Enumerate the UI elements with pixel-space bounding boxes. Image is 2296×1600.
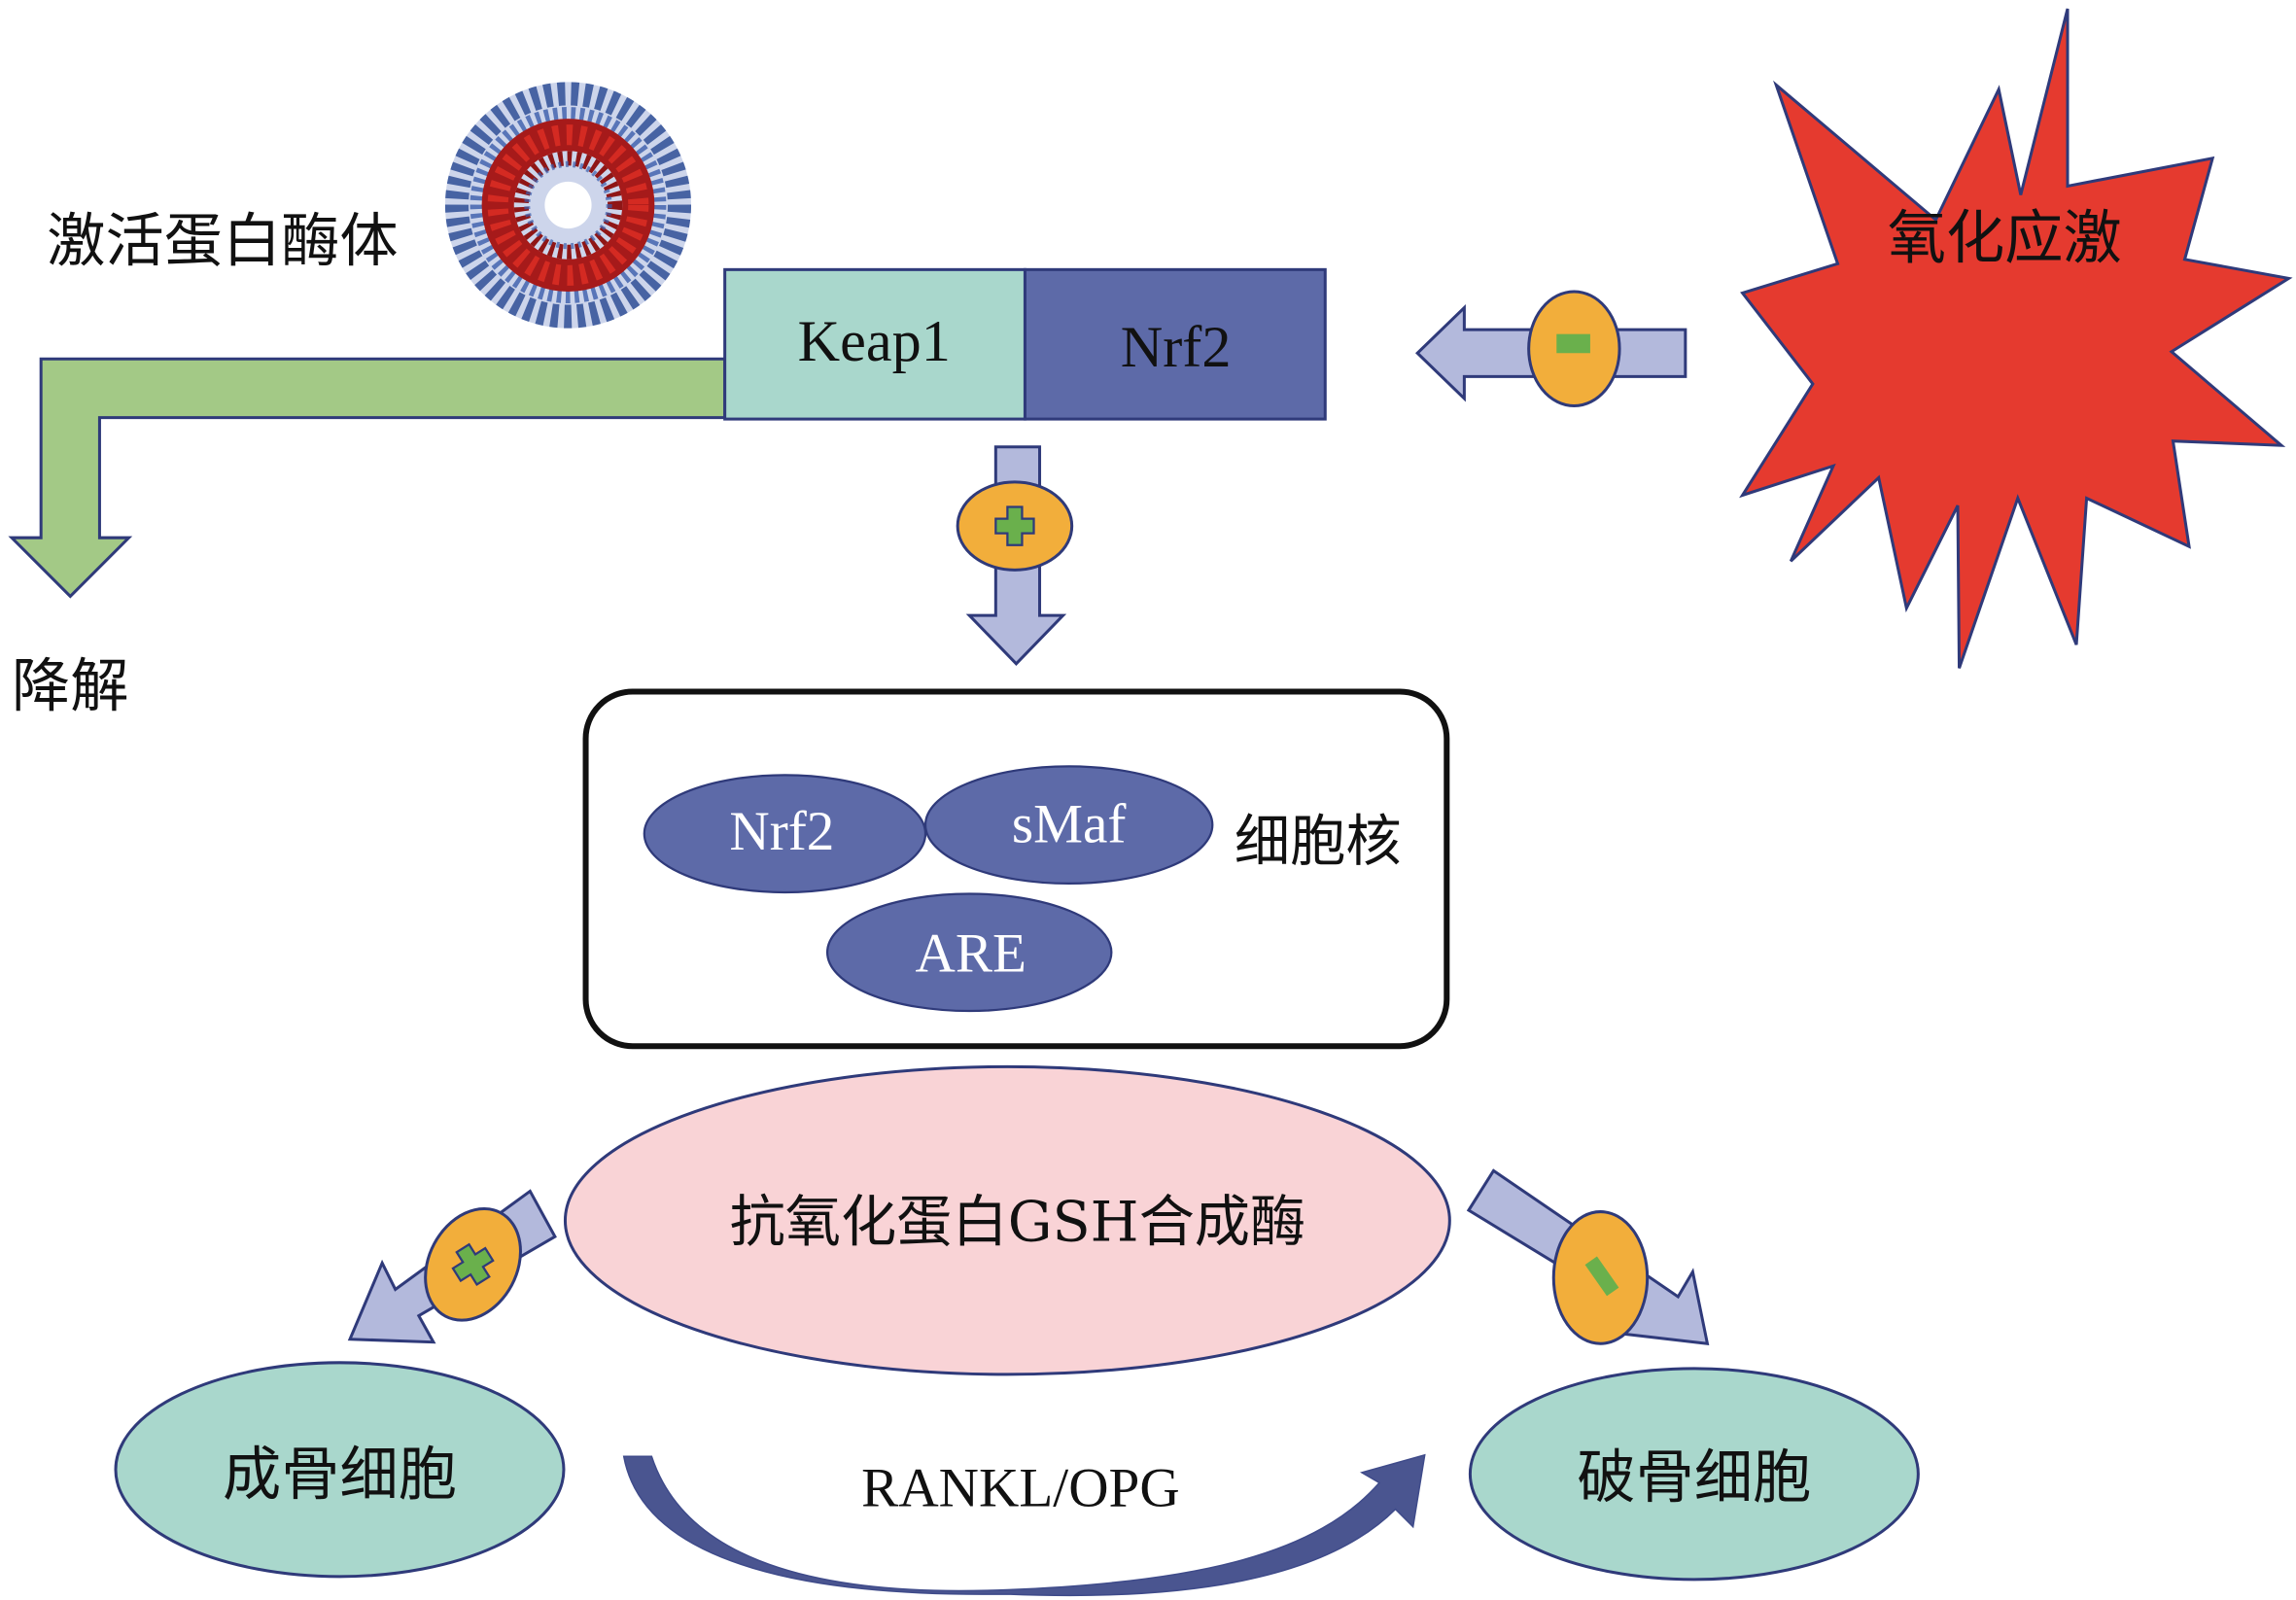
enzyme-label: 抗氧化蛋白GSH合成酶	[730, 1190, 1306, 1255]
nrf2-nuclear-node	[643, 774, 927, 894]
osteoclast-label: 破骨细胞	[1577, 1443, 1811, 1512]
smaf-label: sMaf	[1012, 794, 1128, 855]
osteoblast-node	[114, 1361, 566, 1579]
rankl-opg-arrow: RANKL/OPG	[622, 1453, 1426, 1597]
osteoclast-inhibition-arrow	[1466, 1168, 1710, 1345]
smaf-node	[923, 765, 1214, 886]
keap1-nrf2-complex: Keap1 Nrf2	[723, 267, 1327, 421]
oxidative-stress-label: 氧化应激	[1888, 204, 2122, 272]
degradation-arrow	[8, 357, 727, 599]
osteoclast: 破骨细胞	[1468, 1367, 1920, 1582]
rankl-opg-label: RANKL/OPG	[861, 1458, 1180, 1519]
nrf2-nuclear-label: Nrf2	[729, 801, 834, 862]
oxidative-stress-burst: 氧化应激	[1739, 8, 2293, 669]
osteoclast-node	[1468, 1367, 1920, 1582]
enzyme-node	[563, 1064, 1451, 1376]
osteoblast-activation-arrow	[347, 1189, 557, 1344]
osteoblast-label: 成骨细胞	[223, 1441, 457, 1509]
osteoblast: 成骨细胞	[114, 1361, 566, 1579]
are-node	[825, 892, 1113, 1013]
stress-inhibition-arrow	[1415, 290, 1687, 408]
nrf2-box	[1023, 267, 1327, 421]
nucleus-label: 细胞核	[1235, 809, 1402, 874]
antioxidant-enzymes: 抗氧化蛋白GSH合成酶	[563, 1064, 1451, 1376]
keap1-label: Keap1	[798, 309, 951, 374]
are-label: ARE	[915, 922, 1026, 984]
plus-icon	[451, 1242, 495, 1286]
minus-icon	[1556, 333, 1590, 354]
nucleus: Nrf2 sMaf ARE 细胞核	[582, 688, 1450, 1050]
degradation-label: 降解	[12, 653, 128, 721]
minus-icon	[1584, 1256, 1619, 1297]
plus-icon	[994, 505, 1035, 546]
proteasome-label: 激活蛋白酶体	[47, 207, 398, 275]
starburst-icon	[1739, 8, 2293, 669]
activation-arrow-down	[956, 445, 1074, 666]
proteasome-structure-icon	[444, 82, 692, 329]
nrf2-complex-label: Nrf2	[1121, 315, 1232, 380]
